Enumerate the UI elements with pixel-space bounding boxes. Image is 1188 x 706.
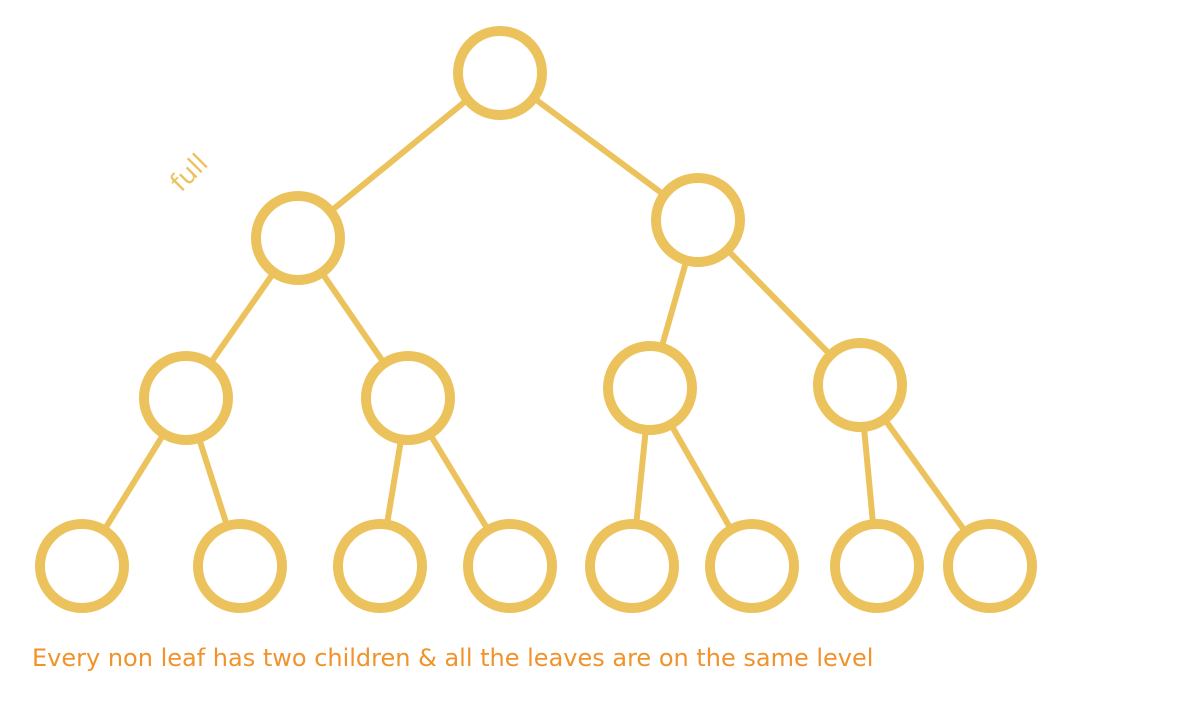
tree-node-rrl [830,519,924,613]
tree-node-r [651,173,745,267]
tree-node-lll [35,519,129,613]
tree-node-lrl [333,519,427,613]
tree-node-rrr [943,519,1037,613]
tree-node-lr [361,351,455,445]
diagram-caption: Every non leaf has two children & all th… [32,644,874,672]
tree-node-rll [585,519,679,613]
nodes-layer [35,26,1037,613]
tree-node-rlr [705,519,799,613]
tree-node-rl [603,341,697,435]
tree-node-ll [139,351,233,445]
tree-node-l [251,191,345,285]
tree-node-lrr [463,519,557,613]
tree-node-root [453,26,547,120]
tree-node-llr [193,519,287,613]
edges-layer [79,70,993,569]
tree-node-rr [813,338,907,432]
